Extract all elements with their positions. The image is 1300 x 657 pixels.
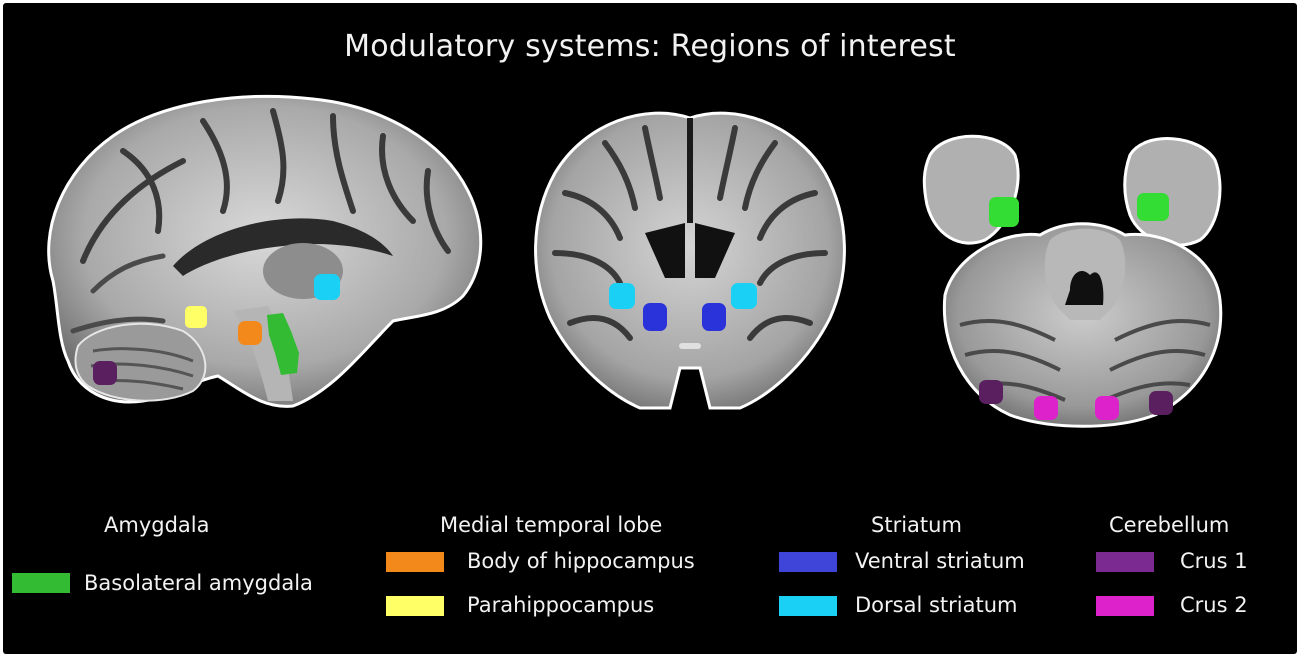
legend-swatch-crus-2 <box>1096 596 1154 616</box>
legend-label-crus-1: Crus 1 <box>1180 549 1248 573</box>
legend-label-parahippocampus: Parahippocampus <box>467 593 655 617</box>
roi-ventral-striatum-right <box>702 303 726 331</box>
legend-label-dorsal-striatum: Dorsal striatum <box>855 593 1018 617</box>
legend-heading-mtl: Medial temporal lobe <box>440 513 663 537</box>
roi-basolateral-amygdala-left <box>989 197 1019 227</box>
legend-swatch-ventral-striatum <box>779 552 837 572</box>
roi-crus2-right <box>1095 396 1119 420</box>
figure-panel: Modulatory systems: Regions of interest <box>3 3 1297 654</box>
coronal-brain-image <box>534 111 846 410</box>
roi-dorsal-striatum <box>314 274 340 300</box>
legend-label-crus-2: Crus 2 <box>1180 593 1248 617</box>
legend-heading-striatum: Striatum <box>871 513 962 537</box>
legend-swatch-parahippocampus <box>386 596 444 616</box>
legend-label-ventral-striatum: Ventral striatum <box>855 549 1025 573</box>
legend-swatch-crus-1 <box>1096 552 1154 572</box>
legend-label-body-of-hippocampus: Body of hippocampus <box>467 549 695 573</box>
legend-label-basolateral-amygdala: Basolateral amygdala <box>84 571 313 595</box>
roi-basolateral-amygdala-right <box>1137 193 1169 221</box>
roi-crus2-left <box>1034 396 1058 420</box>
legend-swatch-dorsal-striatum <box>779 596 837 616</box>
legend-swatch-basolateral-amygdala <box>12 573 70 593</box>
legend-heading-cerebellum: Cerebellum <box>1109 513 1230 537</box>
roi-crus1-sagittal <box>93 361 117 385</box>
sagittal-brain-image <box>47 94 483 408</box>
roi-crus1-left <box>979 380 1003 404</box>
roi-body-of-hippocampus <box>238 321 262 345</box>
legend-heading-amygdala: Amygdala <box>104 513 210 537</box>
roi-dorsal-striatum-left <box>609 283 635 309</box>
roi-crus1-right <box>1149 391 1173 415</box>
figure-title: Modulatory systems: Regions of interest <box>344 29 956 64</box>
cerebellum-brain-image <box>922 134 1223 428</box>
roi-basolateral-amygdala <box>267 313 299 375</box>
legend-swatch-body-of-hippocampus <box>386 552 444 572</box>
roi-parahippocampus <box>185 306 207 328</box>
roi-dorsal-striatum-right <box>731 283 757 309</box>
roi-ventral-striatum-left <box>643 303 667 331</box>
